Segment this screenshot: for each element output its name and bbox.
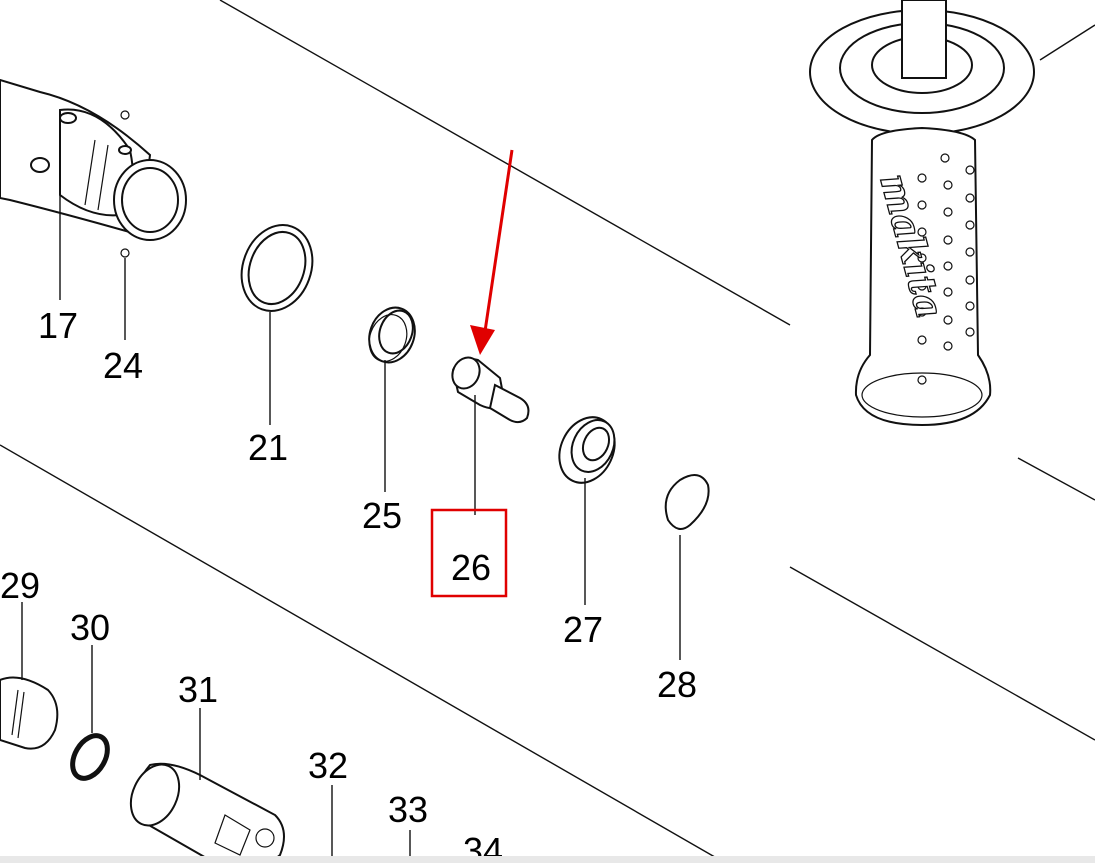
- part-25-bushing: [368, 306, 416, 364]
- part-label-21: 21: [248, 427, 288, 468]
- part-label-31: 31: [178, 669, 218, 710]
- part-label-33: 33: [388, 789, 428, 830]
- highlight-arrow-shaft: [482, 149, 514, 339]
- part-label-28: 28: [657, 664, 697, 705]
- highlight-arrow-head: [470, 325, 495, 355]
- part-label-24: 24: [103, 345, 143, 386]
- handle-grip-dots: [917, 153, 975, 385]
- part-label-25: 25: [362, 495, 402, 536]
- part-number-labels: 17 24 21 25 26 27 28 29 30 31 32 33 34: [0, 305, 697, 863]
- highlight-annotation: [430, 149, 514, 598]
- part-17-shaft: [0, 78, 187, 241]
- part-27-bearing: [558, 416, 616, 484]
- part-21-washer: [240, 224, 314, 312]
- part-26-stepped-pin: [451, 356, 530, 424]
- highlight-box: [430, 508, 508, 598]
- part-label-17: 17: [38, 305, 78, 346]
- part-31-sleeve: [129, 762, 285, 863]
- part-29-cylinder: [0, 676, 59, 750]
- part-label-32: 32: [308, 745, 348, 786]
- bottom-edge: [0, 856, 1095, 863]
- part-label-30: 30: [70, 607, 110, 648]
- part-label-29: 29: [0, 565, 40, 606]
- part-label-26: 26: [451, 547, 491, 588]
- part-label-27: 27: [563, 609, 603, 650]
- part-30-o-ring: [70, 733, 110, 781]
- side-handle: makita: [809, 0, 1035, 427]
- part-28-retaining-ring: [664, 474, 710, 530]
